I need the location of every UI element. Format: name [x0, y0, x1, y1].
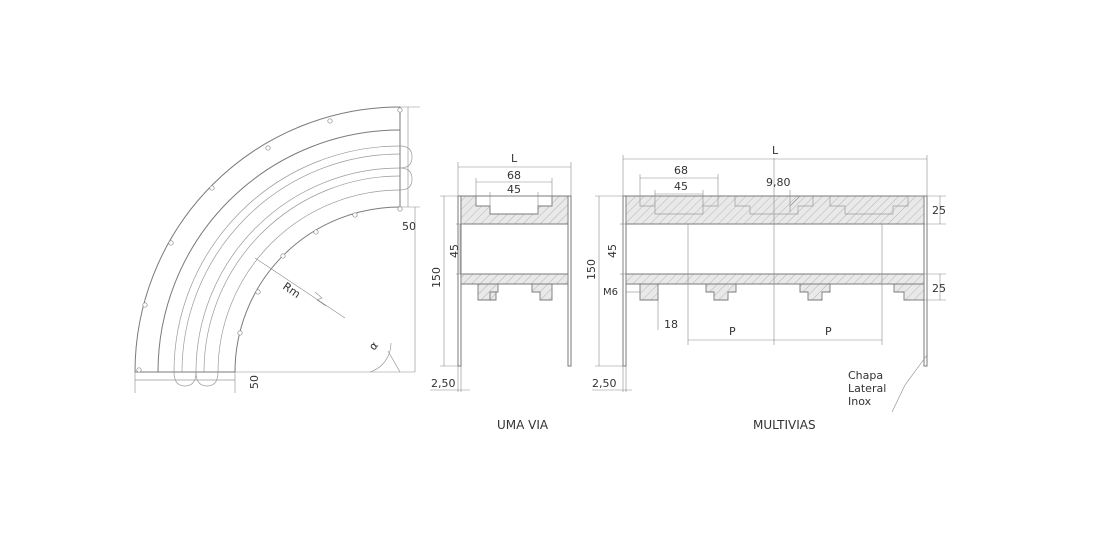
multivias-width-label: L	[772, 144, 779, 157]
callout-line-1: Chapa	[848, 369, 883, 382]
multivias-dim-18: 18	[664, 318, 678, 331]
multivias-dim-68: 68	[674, 164, 688, 177]
multivias-view: L 68 45 9,80 25 25 45 150 M6 18 P P 2,50…	[585, 144, 946, 432]
uma-via-dim-68: 68	[507, 169, 521, 182]
offset-bottom-label: 50	[248, 375, 261, 389]
offset-right-label: 50	[402, 220, 416, 233]
multivias-dim-980: 9,80	[766, 176, 791, 189]
uma-via-width-label: L	[511, 152, 518, 165]
uma-via-dim-45-side: 45	[448, 244, 461, 258]
uma-via-thickness-label: 2,50	[431, 377, 456, 390]
multivias-dim-25-bottom: 25	[932, 282, 946, 295]
uma-via-title: UMA VIA	[497, 418, 549, 432]
angle-label: α	[366, 339, 381, 353]
radius-label: Rm	[280, 280, 302, 301]
uma-via-dim-45-top: 45	[507, 183, 521, 196]
multivias-dim-45-side: 45	[606, 244, 619, 258]
uma-via-height-label: 150	[430, 267, 443, 288]
multivias-pitch-label-2: P	[825, 325, 832, 338]
multivias-thickness-label: 2,50	[592, 377, 617, 390]
multivias-dim-25-top: 25	[932, 204, 946, 217]
multivias-thread-label: M6	[603, 287, 618, 298]
multivias-title: MULTIVIAS	[753, 418, 816, 432]
multivias-height-label: 150	[585, 259, 598, 280]
multivias-pitch-label-1: P	[729, 325, 736, 338]
callout-line-3: Inox	[848, 395, 872, 408]
curve-view: Rm α 50 50	[134, 106, 420, 393]
uma-via-view: L 68 45 45 150 2,50 UMA VIA	[430, 152, 572, 432]
multivias-dim-45-top: 45	[674, 180, 688, 193]
callout-line-2: Lateral	[848, 382, 886, 395]
